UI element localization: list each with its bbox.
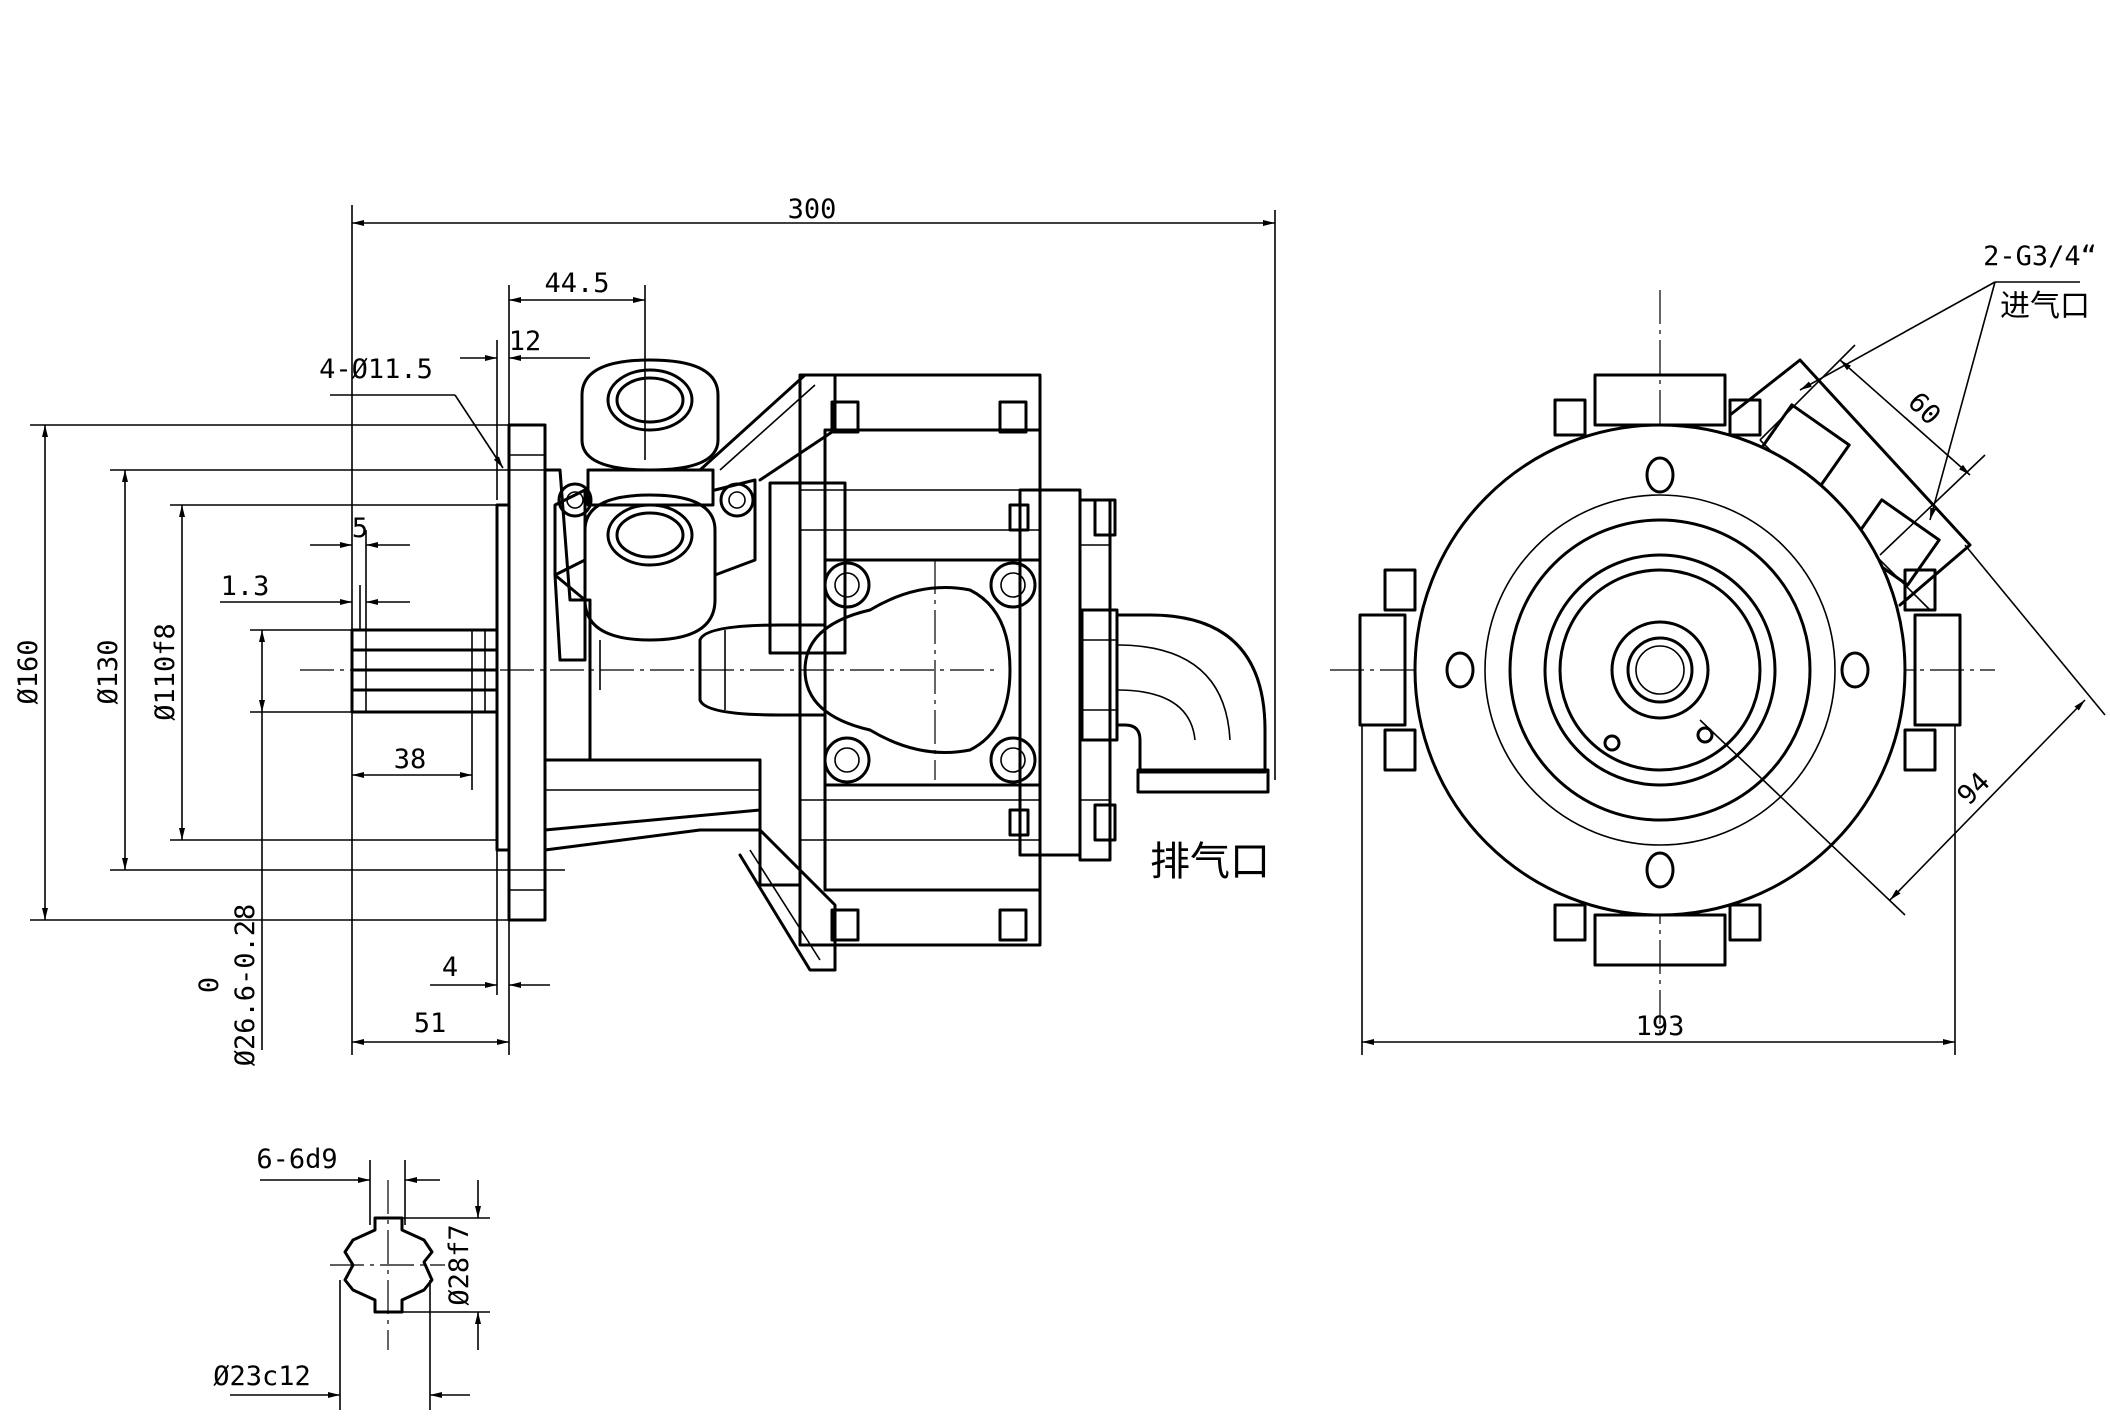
dim-flange-dia: Ø160: [13, 639, 44, 704]
dim-shaft-gap: 1.3: [221, 571, 270, 602]
main-housing: [543, 373, 837, 972]
dim-spline-major: Ø28f7: [444, 1224, 475, 1305]
side-view: [300, 358, 1270, 972]
shaft: [350, 628, 499, 714]
dim-pilot-depth: 4: [442, 952, 458, 983]
label-exhaust-port: 排气口: [1150, 839, 1270, 885]
inlet-ports-side: [553, 358, 757, 690]
dim-spline-minor: Ø23c12: [213, 1361, 311, 1392]
dim-shaft-extension: 51: [414, 1008, 447, 1039]
dim-shaft-dia: Ø26.6-0.28: [230, 904, 261, 1067]
valve-arm: [698, 481, 847, 887]
dim-shaft-step: 5: [352, 513, 368, 544]
exhaust-elbow: [1080, 608, 1270, 794]
dim-bolt-holes: 4-Ø11.5: [319, 354, 433, 385]
dim-inlet-spacing: 60: [1902, 387, 1947, 432]
label-inlet-port: 进气口: [2000, 289, 2090, 324]
dim-spline-spec: 6-6d9: [256, 1144, 337, 1175]
dimension-labels: 300 44.5 12 4-Ø11.5 5 1.3 38 4 51 Ø160 Ø…: [13, 194, 2097, 1392]
dim-port-offset: 44.5: [544, 268, 609, 299]
bolt-holes: [1445, 456, 1870, 889]
dim-inlet-diag: 94: [1952, 767, 1997, 812]
spline-section: [330, 1180, 445, 1350]
dim-inlet-port-spec: 2-G3/4“: [1983, 241, 2097, 272]
dim-spline-length: 38: [394, 744, 427, 775]
dim-flange-offset: 12: [509, 326, 542, 357]
dim-overall-length: 300: [788, 194, 837, 225]
dim-bolt-circle: Ø130: [93, 639, 124, 704]
pump-cover: [798, 373, 1042, 947]
end-plate: [1018, 488, 1117, 862]
front-view: [1330, 290, 1995, 1040]
front-flange: [1413, 423, 1907, 917]
dim-shaft-tolerance-zero: 0: [194, 977, 225, 993]
mounting-flange: [495, 423, 547, 922]
dim-overall-width: 193: [1636, 1011, 1685, 1042]
dimension-lines: [30, 205, 2106, 1410]
dim-pilot-dia: Ø110f8: [150, 623, 181, 721]
